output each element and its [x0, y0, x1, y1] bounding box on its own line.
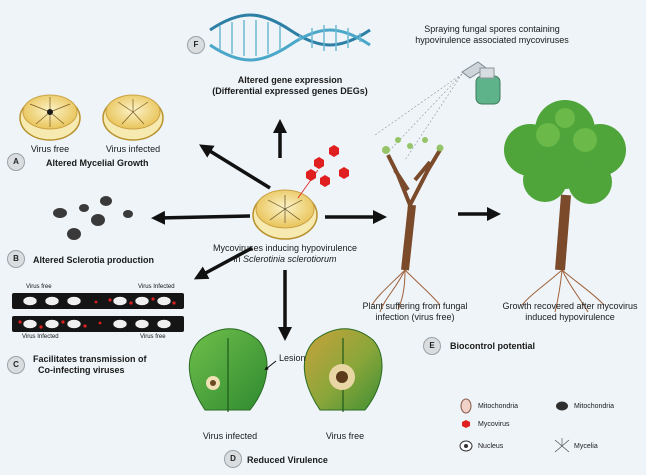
- plant-sick-line1: Plant suffering from fungal: [362, 301, 468, 311]
- plant-recovered-line1: Growth recovered after mycovirus: [502, 301, 638, 311]
- sclerotia-icon: [53, 196, 133, 240]
- center-petri-dish: [252, 189, 318, 240]
- center-text-line1: Mycoviruses inducing hypovirulence: [212, 243, 358, 253]
- badge-c: C: [7, 356, 25, 374]
- panel-c-title-line2: Co-infecting viruses: [38, 365, 125, 375]
- panel-f-title-line2: (Differential expressed genes DEGs): [212, 86, 368, 96]
- label-c-bottom-left: Virus Infected: [22, 334, 59, 340]
- label-c-top-right: Virus Infected: [138, 284, 175, 290]
- legend-mitochondria-2: Mitochondria: [574, 403, 615, 410]
- legend-mycelia: Mycelia: [574, 443, 598, 450]
- badge-f: F: [187, 36, 205, 54]
- badge-a: A: [7, 153, 25, 171]
- label-virus-free-d: Virus free: [325, 431, 365, 441]
- petri-dish-virus-free: [19, 94, 81, 141]
- panel-d-title: Reduced Virulence: [247, 455, 328, 465]
- label-virus-free-a: Virus free: [30, 144, 70, 154]
- badge-b: B: [7, 250, 25, 268]
- plant-sick-line2: infection (virus free): [375, 312, 455, 322]
- legend-mitochondria-1: Mitochondria: [478, 403, 519, 410]
- tree-infected: [371, 137, 444, 313]
- label-c-top-left: Virus free: [26, 284, 52, 290]
- spray-text-line1: Spraying fungal spores containing: [424, 24, 560, 34]
- panel-f-title-line1: Altered gene expression: [237, 75, 343, 85]
- tree-healthy: [504, 100, 626, 313]
- lesion-pointer: [264, 360, 277, 371]
- leaf-virus-free: [303, 328, 383, 412]
- spray-bottle-icon: [374, 61, 501, 161]
- plant-recovered-line2: induced hypovirulence: [525, 312, 615, 322]
- legend-icons: [459, 398, 570, 453]
- center-text-prefix: in: [233, 254, 243, 264]
- center-text-line2: in Sclerotinia sclerotiorum: [200, 254, 370, 265]
- legend-mycovirus: Mycovirus: [478, 421, 510, 428]
- spray-text-line2: hypovirulence associated mycoviruses: [415, 35, 569, 45]
- species-name: Sclerotinia sclerotiorum: [242, 254, 337, 264]
- mycovirus-particles-icon: [297, 145, 349, 199]
- label-virus-infected-a: Virus infected: [105, 144, 161, 154]
- badge-e: E: [423, 337, 441, 355]
- panel-b-title: Altered Sclerotia production: [33, 255, 155, 265]
- legend-nucleus: Nucleus: [478, 443, 504, 450]
- leaf-virus-infected: [188, 328, 268, 412]
- badge-d: D: [224, 450, 242, 468]
- lesion-label: Lesion: [279, 353, 306, 363]
- label-c-bottom-right: Virus free: [140, 334, 166, 340]
- panel-e-title: Biocontrol potential: [450, 341, 535, 351]
- panel-a-title: Altered Mycelial Growth: [46, 158, 149, 168]
- hyphae-transmission-strips: [12, 293, 184, 332]
- petri-dish-virus-infected: [102, 94, 164, 141]
- panel-c-title-line1: Facilitates transmission of: [33, 354, 147, 364]
- label-virus-infected-d: Virus infected: [202, 431, 258, 441]
- dna-helix-icon: [209, 13, 371, 62]
- effect-arrows: [151, 119, 501, 341]
